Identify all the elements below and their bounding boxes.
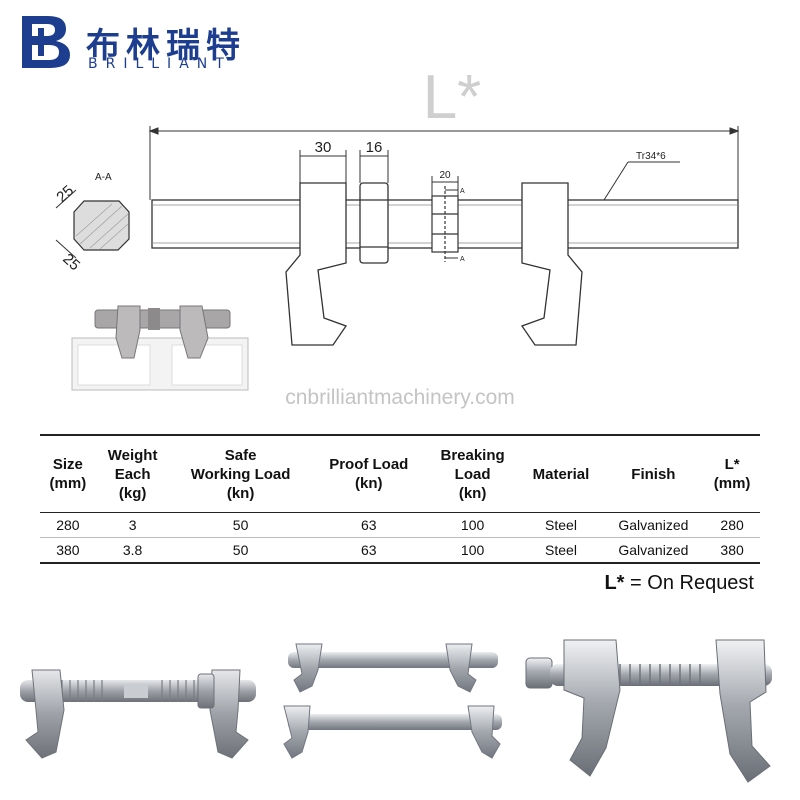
cell-breaking-load: 100 <box>425 512 520 538</box>
dimension-25-bottom: 25 <box>59 250 83 274</box>
cell-weight: 3.8 <box>95 537 170 564</box>
dimension-25-top: 25 <box>53 182 77 206</box>
dimension-16: 16 <box>366 139 383 156</box>
header-material: Material <box>519 434 603 513</box>
header-proof-load: Proof Load(kn) <box>311 434 426 513</box>
watermark-url: cnbrilliantmachinery.com <box>285 386 515 409</box>
hex-nut <box>359 182 389 264</box>
product-photo-middle <box>283 643 502 759</box>
table-row: 380 3.8 50 63 100 Steel Galvanized 380 <box>40 537 760 564</box>
table-row: 280 3 50 63 100 Steel Galvanized 280 <box>40 512 760 538</box>
header-finish: Finish <box>602 434 705 513</box>
dimension-20: 20 <box>439 170 451 181</box>
header-length: L*(mm) <box>704 434 760 513</box>
length-label: L* <box>423 63 482 132</box>
cell-size: 380 <box>40 537 96 564</box>
cell-breaking-load: 100 <box>425 537 520 564</box>
note-symbol: L* <box>604 572 625 594</box>
cell-size: 280 <box>40 512 96 538</box>
cell-proof-load: 63 <box>311 512 426 538</box>
cell-material: Steel <box>519 537 603 564</box>
cell-length: 280 <box>704 512 760 538</box>
dimension-30: 30 <box>315 139 332 156</box>
header-size: Size(mm) <box>40 434 96 513</box>
cell-proof-load: 63 <box>311 537 426 564</box>
cell-finish: Galvanized <box>602 537 705 564</box>
right-hook <box>520 182 583 346</box>
product-photo-right <box>525 639 772 783</box>
left-hook <box>285 182 348 346</box>
dimension-marks <box>299 150 680 259</box>
section-a-a <box>55 189 130 259</box>
overall-dimension-line <box>148 126 740 200</box>
section-marker-bottom: A <box>460 256 465 263</box>
cell-finish: Galvanized <box>602 512 705 538</box>
cell-weight: 3 <box>95 512 170 538</box>
cell-length: 380 <box>704 537 760 564</box>
cell-safe-working-load: 50 <box>169 512 312 538</box>
section-label: A-A <box>95 172 112 183</box>
center-collar <box>431 186 459 262</box>
note-text: = On Request <box>624 572 754 594</box>
thread-label: Tr34*6 <box>636 151 666 162</box>
brand-name-english: BRILLIANT <box>88 56 232 72</box>
product-photo-left <box>20 669 256 759</box>
container-lashing-illustration <box>71 305 249 391</box>
section-marker-top: A <box>460 188 465 195</box>
brilliant-logo-icon <box>22 16 70 68</box>
brand-name-chinese: 布林瑞特 <box>86 26 246 66</box>
cell-material: Steel <box>519 512 603 538</box>
cell-safe-working-load: 50 <box>169 537 312 564</box>
technical-drawing: L* <box>53 63 740 391</box>
length-on-request-note: L* = On Request <box>604 572 754 595</box>
